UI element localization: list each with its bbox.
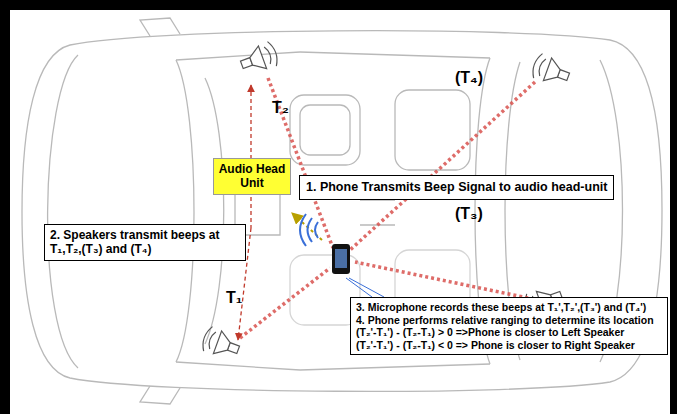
white-ground — [10, 10, 670, 414]
timing-label: (T₃) — [455, 206, 483, 222]
box-text: 2. Speakers transmit beeps at T₁,T₂,(T₃)… — [50, 228, 240, 257]
head-unit-link — [250, 85, 251, 228]
box-text: 1. Phone Transmits Beep Signal to audio … — [306, 180, 607, 195]
beep-waves — [300, 214, 318, 246]
step-box: 1. Phone Transmits Beep Signal to audio … — [299, 175, 614, 200]
phone — [332, 244, 350, 274]
box-text: (T₂'-T₁') - (T₂-T₁) < 0 => Phone is clos… — [356, 339, 662, 352]
timing-label: T₁ — [226, 290, 242, 306]
box-text: 4. Phone performs relative ranging to de… — [356, 314, 662, 327]
leader-line — [346, 278, 384, 297]
head-unit-box: Audio Head Unit — [213, 158, 291, 195]
step-box: 2. Speakers transmit beeps at T₁,T₂,(T₃)… — [44, 224, 246, 261]
box-text: (T₂'-T₁') - (T₂-T₁) > 0 =>Phone is close… — [356, 326, 662, 339]
box-text: Audio Head Unit — [218, 162, 286, 191]
car-outline — [22, 18, 662, 404]
timing-label: T₂ — [272, 100, 289, 116]
box-text: 3. Microphone records these beeps at T₁'… — [356, 301, 662, 314]
step-box: 3. Microphone records these beeps at T₁'… — [350, 297, 668, 355]
timing-label: (T₄) — [455, 70, 483, 86]
